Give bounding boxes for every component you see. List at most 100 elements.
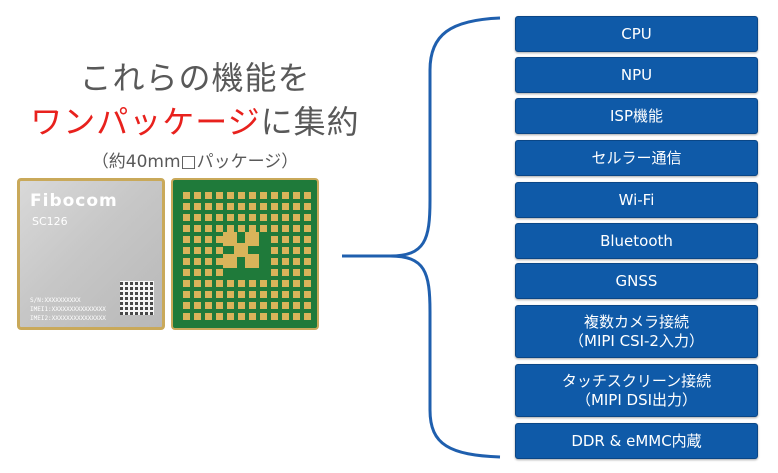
- pad: [271, 313, 278, 320]
- pad: [205, 192, 212, 199]
- pad: [282, 258, 289, 265]
- pad: [194, 280, 201, 287]
- pad: [205, 291, 212, 298]
- feature-isp: ISP機能: [515, 98, 758, 134]
- pad: [271, 291, 278, 298]
- pad: [271, 236, 278, 243]
- feature-memory: DDR & eMMC内蔵: [515, 423, 758, 459]
- headline-highlight: ワンパッケージ: [30, 103, 261, 141]
- large-pad: [245, 232, 259, 246]
- pad: [205, 236, 212, 243]
- pad: [304, 214, 311, 221]
- pad: [293, 214, 300, 221]
- pad: [183, 280, 190, 287]
- pad: [216, 302, 223, 309]
- pad: [260, 302, 267, 309]
- package-size-note: （約40mm□パッケージ）: [91, 152, 299, 172]
- pad: [183, 291, 190, 298]
- pad: [205, 247, 212, 254]
- pad: [271, 258, 278, 265]
- pad: [293, 269, 300, 276]
- pad: [282, 247, 289, 254]
- module-back-image: [171, 178, 319, 330]
- pad: [293, 192, 300, 199]
- pad: [183, 192, 190, 199]
- pad: [238, 291, 245, 298]
- feature-multi-camera: 複数カメラ接続 （MIPI CSI-2入力）: [515, 305, 758, 358]
- pad: [271, 214, 278, 221]
- pad: [227, 302, 234, 309]
- pad: [282, 269, 289, 276]
- pad: [304, 302, 311, 309]
- pad: [282, 214, 289, 221]
- pad: [216, 247, 223, 254]
- pad: [238, 280, 245, 287]
- pad: [194, 291, 201, 298]
- headline-line-1: これらの機能を: [79, 59, 311, 97]
- pad: [194, 258, 201, 265]
- pad: [183, 258, 190, 265]
- pad: [282, 302, 289, 309]
- pad: [249, 291, 256, 298]
- qr-code-icon: [120, 281, 154, 315]
- pad: [260, 280, 267, 287]
- pad: [260, 203, 267, 210]
- pad: [238, 313, 245, 320]
- grouping-brace: [342, 16, 501, 459]
- feature-bluetooth: Bluetooth: [515, 223, 758, 259]
- large-pad: [234, 243, 248, 257]
- pad: [238, 192, 245, 199]
- headline-rest: に集約: [260, 103, 360, 141]
- feature-cpu: CPU: [515, 16, 758, 52]
- pad: [282, 192, 289, 199]
- pad: [282, 203, 289, 210]
- pad: [293, 258, 300, 265]
- pad: [271, 247, 278, 254]
- pad: [205, 269, 212, 276]
- pad: [271, 302, 278, 309]
- pad: [194, 225, 201, 232]
- pad: [238, 214, 245, 221]
- pad: [260, 214, 267, 221]
- pad-grid: [183, 192, 311, 320]
- pad: [249, 313, 256, 320]
- large-pad: [245, 254, 259, 268]
- pad: [205, 203, 212, 210]
- pad: [249, 302, 256, 309]
- pad: [183, 313, 190, 320]
- pad: [216, 214, 223, 221]
- pad: [227, 313, 234, 320]
- pad: [304, 280, 311, 287]
- pad: [293, 313, 300, 320]
- pad: [183, 214, 190, 221]
- pad: [183, 302, 190, 309]
- pad: [205, 225, 212, 232]
- pad: [282, 313, 289, 320]
- pad: [293, 203, 300, 210]
- pad: [304, 269, 311, 276]
- pad: [260, 291, 267, 298]
- pad: [183, 236, 190, 243]
- pad: [216, 291, 223, 298]
- pad: [194, 236, 201, 243]
- pad: [183, 203, 190, 210]
- pad: [216, 225, 223, 232]
- pad: [216, 192, 223, 199]
- pad: [194, 214, 201, 221]
- pad: [249, 192, 256, 199]
- pad: [183, 247, 190, 254]
- pad: [238, 203, 245, 210]
- pad: [216, 236, 223, 243]
- pad: [293, 236, 300, 243]
- pad: [304, 258, 311, 265]
- pad: [271, 192, 278, 199]
- pad: [293, 291, 300, 298]
- pad: [227, 192, 234, 199]
- headline-line-2: ワンパッケージに集約: [0, 102, 390, 142]
- pad: [304, 225, 311, 232]
- feature-gnss: GNSS: [515, 263, 758, 299]
- pad: [293, 302, 300, 309]
- module-sn: S/N:XXXXXXXXXX: [30, 297, 81, 304]
- pad: [194, 302, 201, 309]
- pad: [293, 280, 300, 287]
